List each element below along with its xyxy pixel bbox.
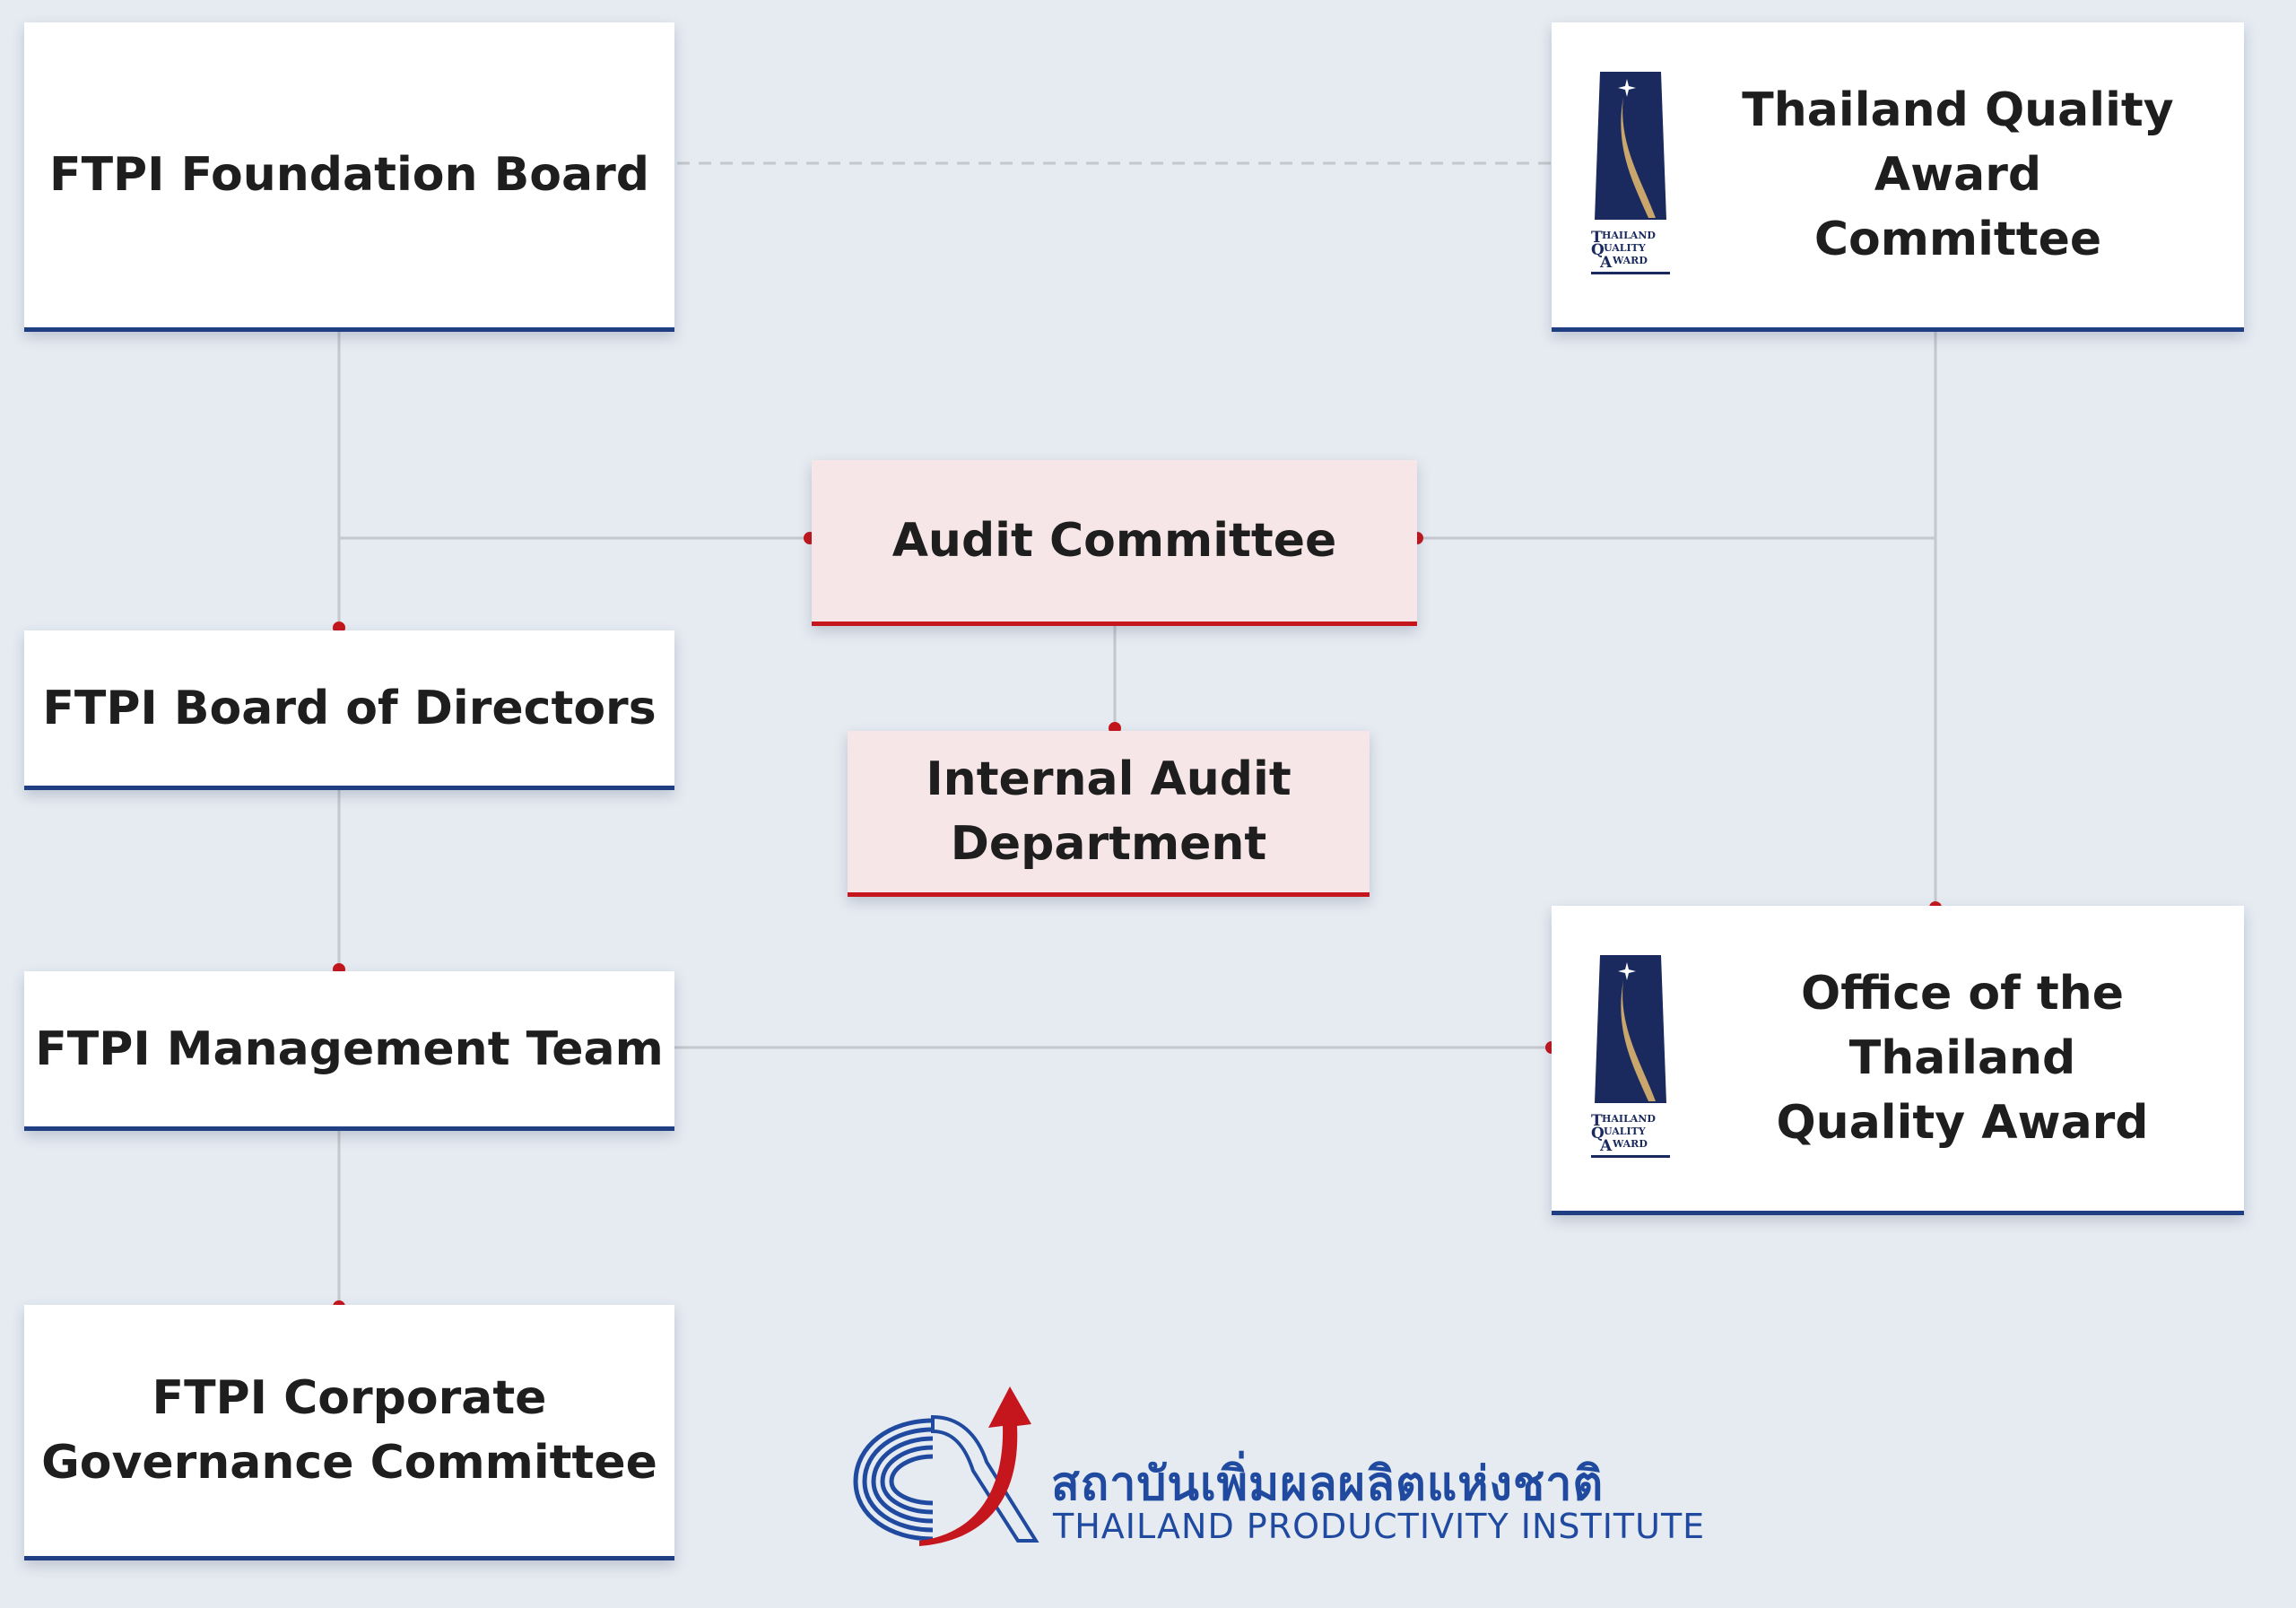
- box-label: Thailand Quality Award Committee: [1742, 83, 2174, 266]
- logo-initial-a: A: [1599, 1137, 1613, 1155]
- box-office-of-thailand-quality-award: T HAILAND Q UALITY A WARD Office of the …: [1552, 906, 2244, 1215]
- thailand-productivity-institute-logo: [853, 1386, 1039, 1546]
- logo-word-uality: UALITY: [1604, 1126, 1646, 1137]
- box-label: Audit Committee: [891, 514, 1337, 568]
- box-label: Internal Audit Department: [926, 752, 1292, 871]
- logo-initial-q: Q: [1591, 241, 1605, 259]
- logo-initial-a: A: [1599, 254, 1613, 272]
- thailand-quality-award-logo: T HAILAND Q UALITY A WARD: [1591, 72, 1670, 274]
- logo-initial-q: Q: [1591, 1125, 1605, 1143]
- logo-word-ward: WARD: [1612, 255, 1648, 266]
- logo-word-ward: WARD: [1612, 1138, 1648, 1150]
- box-label: FTPI Foundation Board: [49, 148, 649, 202]
- thailand-quality-award-logo: T HAILAND Q UALITY A WARD: [1591, 955, 1670, 1158]
- footer-org-name-thai: สถาบันเพิ่มผลผลิตแห่งชาติ: [1051, 1457, 1605, 1511]
- logo-initial-t: T: [1591, 1112, 1603, 1130]
- logo-word-hailand: HAILAND: [1602, 1113, 1656, 1125]
- logo-word-uality: UALITY: [1604, 242, 1646, 254]
- box-label: FTPI Board of Directors: [42, 681, 657, 735]
- footer-org-name-english: THAILAND PRODUCTIVITY INSTITUTE: [1053, 1507, 1706, 1546]
- box-tqa-committee: T HAILAND Q UALITY A WARD Thailand Quali…: [1552, 22, 2244, 332]
- box-ftpi-management-team: FTPI Management Team: [24, 971, 674, 1131]
- logo-word-hailand: HAILAND: [1602, 230, 1656, 241]
- box-audit-committee: Audit Committee: [812, 460, 1417, 626]
- logo-initial-t: T: [1591, 229, 1603, 247]
- box-internal-audit-department: Internal Audit Department: [848, 731, 1370, 897]
- box-label: Office of the Thailand Quality Award: [1776, 967, 2149, 1150]
- box-label: FTPI Management Team: [35, 1021, 664, 1076]
- box-ftpi-foundation-board: FTPI Foundation Board: [24, 22, 674, 332]
- box-ftpi-corporate-governance-committee: FTPI Corporate Governance Committee: [24, 1305, 674, 1560]
- box-ftpi-board-of-directors: FTPI Board of Directors: [24, 630, 674, 790]
- box-label: FTPI Corporate Governance Committee: [41, 1371, 657, 1490]
